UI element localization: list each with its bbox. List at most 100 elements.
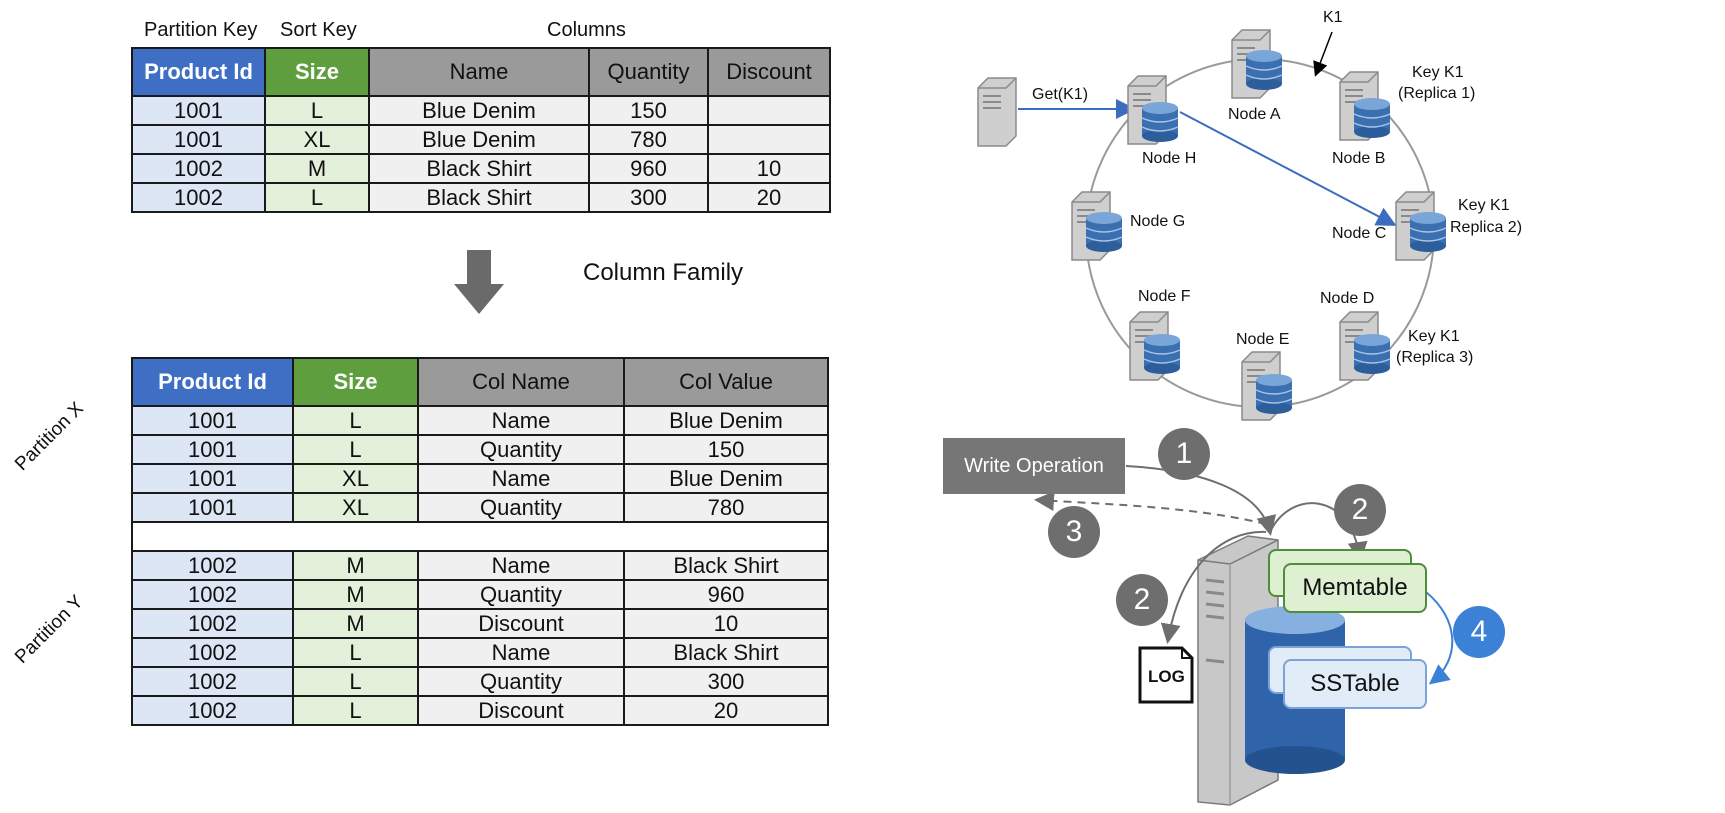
step-4-badge: 4 — [1453, 606, 1505, 658]
table-cell: 150 — [623, 434, 829, 465]
down-arrow-icon — [454, 250, 504, 314]
table-cell — [707, 124, 831, 155]
top-table: Product Id Size Name Quantity Discount 1… — [131, 47, 831, 213]
table-cell: L — [292, 666, 419, 697]
node-d-icon — [1339, 311, 1391, 381]
node-g-icon — [1071, 191, 1123, 261]
header-product-id: Product Id — [131, 47, 266, 97]
node-h-label: Node H — [1142, 150, 1196, 167]
write-arrow-1 — [1125, 465, 1276, 536]
table-cell: 960 — [588, 153, 709, 184]
table-cell: M — [292, 550, 419, 581]
table-cell: 10 — [623, 608, 829, 639]
table-cell: M — [292, 608, 419, 639]
table-cell: L — [292, 695, 419, 726]
node-h-icon — [1127, 75, 1179, 145]
node-b-icon — [1339, 71, 1391, 141]
memtable-box: Memtable — [1283, 563, 1427, 613]
table-cell: L — [292, 434, 419, 465]
table-cell: 1001 — [131, 95, 266, 126]
ack-arrow-3 — [1034, 491, 1267, 525]
replica2-key-label: Key K1 — [1458, 197, 1510, 214]
replica1-label: (Replica 1) — [1398, 85, 1475, 102]
replica2-label: Replica 2) — [1450, 219, 1522, 236]
replica3-label: (Replica 3) — [1396, 349, 1473, 366]
replica-arrow — [1179, 111, 1397, 226]
table-header-row: Product Id Size Name Quantity Discount — [131, 47, 831, 97]
header-col-name: Col Name — [417, 357, 625, 407]
table-cell: 1002 — [131, 550, 294, 581]
table-cell: 1002 — [131, 579, 294, 610]
table-cell: Name — [417, 405, 625, 436]
table-cell: L — [264, 182, 370, 213]
table-cell: Quantity — [417, 434, 625, 465]
table-cell: Quantity — [417, 579, 625, 610]
node-e-icon — [1241, 351, 1293, 421]
table-cell: 300 — [623, 666, 829, 697]
table-cell: M — [264, 153, 370, 184]
replica1-key-label: Key K1 — [1412, 64, 1464, 81]
node-b-label: Node B — [1332, 150, 1385, 167]
table-cell: 20 — [707, 182, 831, 213]
table-cell: XL — [264, 124, 370, 155]
log-label: LOG — [1148, 667, 1185, 686]
table-cell: Name — [417, 463, 625, 494]
table-cell: Quantity — [417, 666, 625, 697]
k1-pointer — [1313, 31, 1333, 77]
header-discount: Discount — [707, 47, 831, 97]
table-cell: Quantity — [417, 492, 625, 523]
table-cell: 300 — [588, 182, 709, 213]
partition-key-label: Partition Key — [144, 19, 258, 41]
step-2-memtable-badge: 2 — [1334, 484, 1386, 536]
hash-ring-diagram: K1 Get(K1) Node A Node B Node C Node D N… — [977, 9, 1522, 421]
table-cell: 1002 — [131, 666, 294, 697]
table-cell: 780 — [588, 124, 709, 155]
table-cell: 1001 — [131, 463, 294, 494]
table-cell: 1001 — [131, 124, 266, 155]
node-c-icon — [1395, 191, 1447, 261]
node-d-label: Node D — [1320, 290, 1374, 307]
table-cell: Black Shirt — [623, 550, 829, 581]
k1-label: K1 — [1323, 9, 1343, 26]
table-header-row: Product Id Size Col Name Col Value — [131, 357, 829, 407]
table-cell: 1001 — [131, 405, 294, 436]
table-cell: Discount — [417, 608, 625, 639]
header-product-id: Product Id — [131, 357, 294, 407]
step-1-badge: 1 — [1158, 428, 1210, 480]
sort-key-label: Sort Key — [280, 19, 357, 41]
table-cell: 960 — [623, 579, 829, 610]
header-quantity: Quantity — [588, 47, 709, 97]
table-cell: Black Shirt — [623, 637, 829, 668]
flush-arrow-4 — [1425, 591, 1454, 685]
write-arrow-2-log — [1160, 530, 1267, 644]
table-cell: Discount — [417, 695, 625, 726]
partition-x-label: Partition X — [11, 398, 88, 476]
table-cell: 1002 — [131, 153, 266, 184]
log-file-icon: LOG — [1138, 646, 1194, 704]
node-e-label: Node E — [1236, 331, 1289, 348]
table-cell: Name — [417, 637, 625, 668]
table-cell: 1002 — [131, 608, 294, 639]
node-f-icon — [1129, 311, 1181, 381]
table-cell: Name — [417, 550, 625, 581]
replica3-key-label: Key K1 — [1408, 328, 1460, 345]
table-cell: L — [292, 405, 419, 436]
node-f-label: Node F — [1138, 288, 1191, 305]
table-cell: 1002 — [131, 637, 294, 668]
node-c-label: Node C — [1332, 225, 1386, 242]
table-cell: XL — [292, 463, 419, 494]
header-size: Size — [292, 357, 419, 407]
columns-label: Columns — [547, 19, 626, 41]
node-g-label: Node G — [1130, 213, 1185, 230]
node-a-icon — [1231, 29, 1283, 99]
